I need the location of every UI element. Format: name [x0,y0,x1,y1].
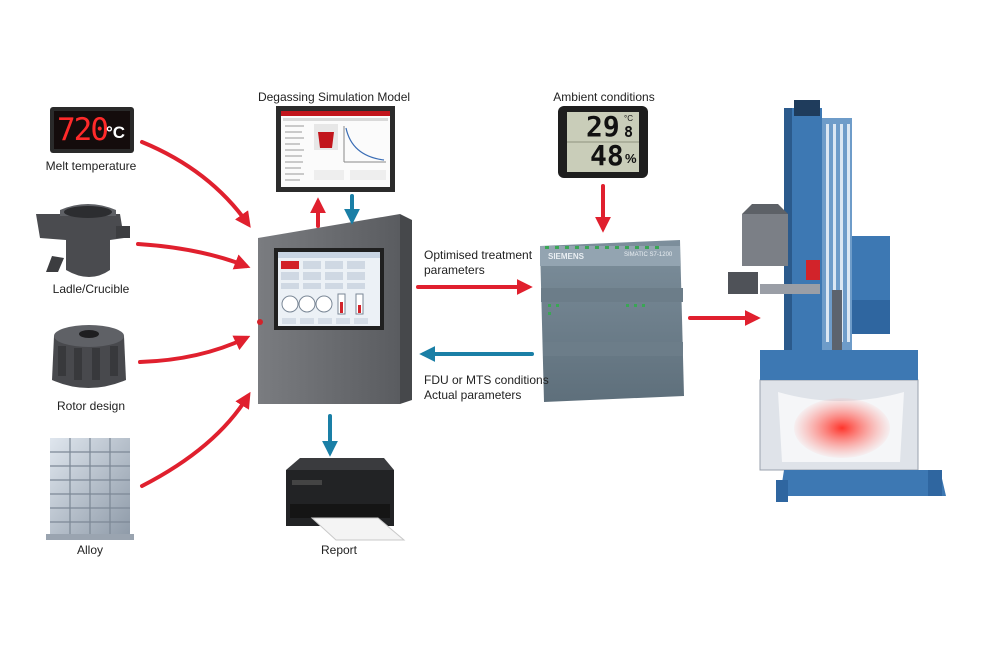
ambient-humidity-unit: % [625,151,637,166]
from-plc-label-line1: FDU or MTS conditions [424,373,549,387]
alloy-label: Alloy [76,543,104,557]
simulation-label: Degassing Simulation Model [257,90,411,104]
arrow-alloy-to-cabinet [140,391,251,488]
to-plc-label-line2: parameters [424,263,485,277]
ambient-temperature-unit: °C [624,114,633,123]
ambient-temperature-value: 29 [586,110,620,143]
melt-temperature-unit: °C [106,123,126,142]
melt-temperature-label: Melt temperature [45,159,137,173]
rotor-label: Rotor design [56,399,126,413]
ambient-temperature-decimal: 8 [624,123,634,141]
simulation-monitor [276,106,395,192]
ladle-icon [36,204,130,277]
melt-temperature-value: 720 [57,112,109,148]
alloy-ingots-icon [46,438,134,540]
arrow-rotor-to-cabinet [138,335,251,364]
from-plc-label-line2: Actual parameters [424,388,522,402]
arrow-ladle-to-cabinet [136,242,251,270]
report-label: Report [320,543,358,557]
arrow-melt-to-cabinet [140,140,251,228]
ladle-label: Ladle/Crucible [52,282,130,296]
printer-icon [286,458,406,541]
degassing-machine [728,100,946,502]
ambient-humidity-value: 48 [590,139,624,172]
rotor-icon [52,325,126,388]
control-cabinet [257,214,412,404]
to-plc-label-line1: Optimised treatment [424,248,533,262]
melt-temperature-display [50,107,134,153]
ambient-label: Ambient conditions [553,90,655,104]
plc-model: SIMATIC S7-1200 [624,252,673,258]
thermo-hygrometer [558,106,648,178]
plc-unit [540,240,684,402]
plc-brand: SIEMENS [548,252,585,261]
